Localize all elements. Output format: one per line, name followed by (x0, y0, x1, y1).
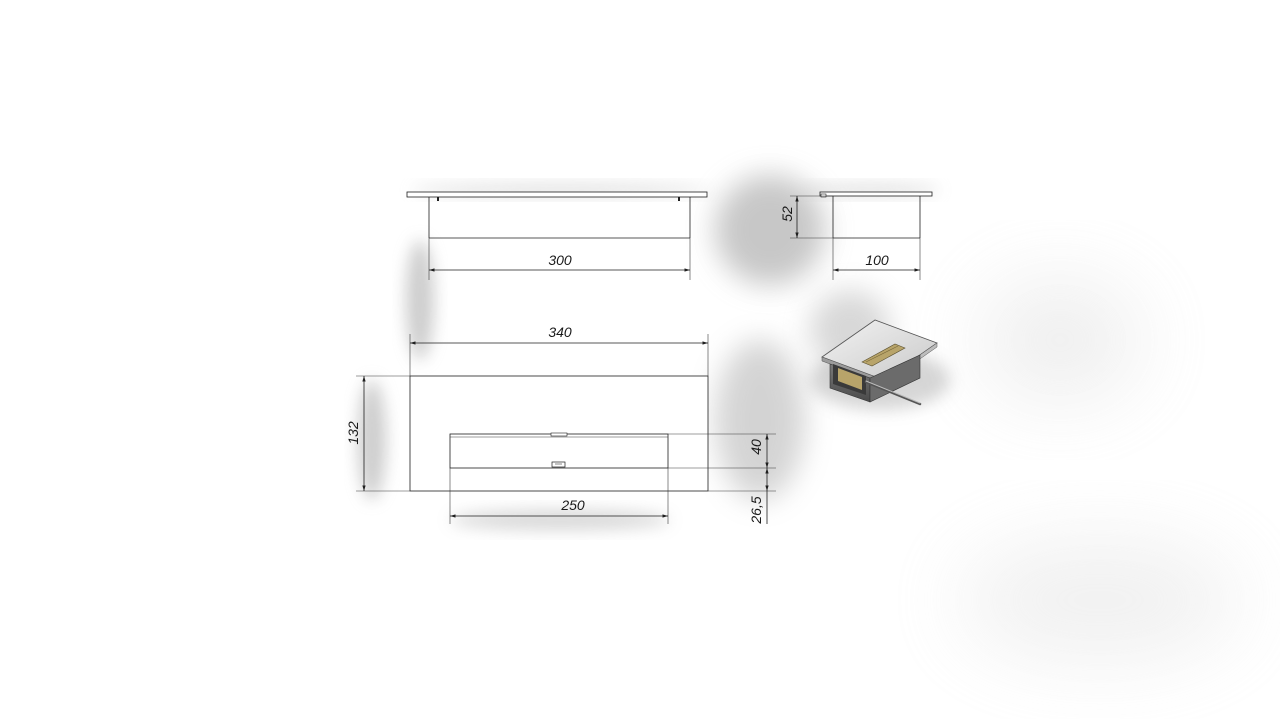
burner-3d-illustration (810, 319, 950, 410)
dim-edge-offset: 26,5 (748, 496, 764, 524)
dim-side-height: 52 (779, 206, 795, 222)
front-view (406, 191, 708, 280)
dim-cutout-width: 250 (560, 497, 585, 513)
dim-side-depth: 100 (865, 252, 889, 268)
dim-front-width: 300 (548, 252, 572, 268)
dim-top-width: 340 (548, 324, 572, 340)
side-view (790, 191, 933, 280)
dim-cutout-depth: 40 (748, 439, 764, 455)
dim-top-depth: 132 (345, 421, 361, 445)
top-view (356, 334, 776, 524)
